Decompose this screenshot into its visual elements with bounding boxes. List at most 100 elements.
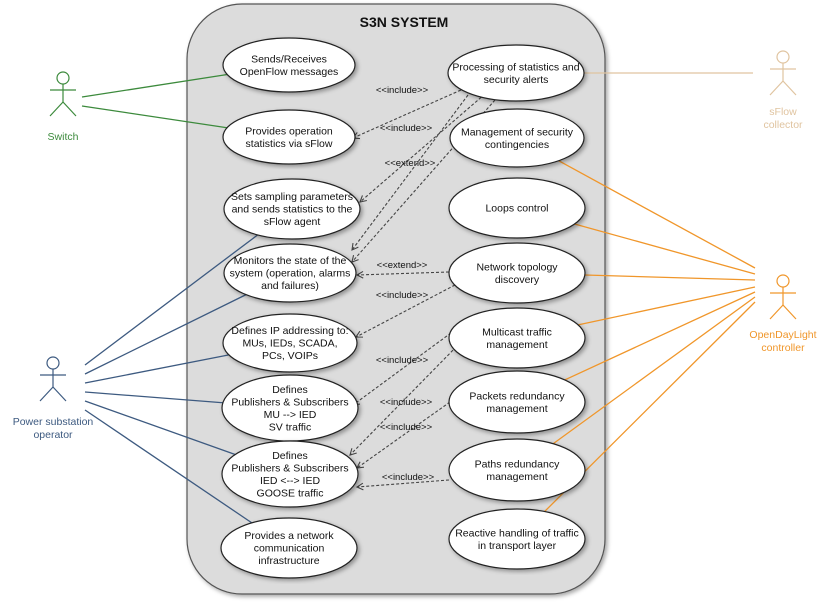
arrowhead-icon [355, 270, 364, 279]
usecase-label: statistics via sFlow [246, 138, 333, 150]
usecase-ellipse [449, 108, 585, 168]
usecase-provides-network-infrastructure[interactable]: Provides a networkcommunicationinfrastru… [220, 517, 358, 579]
dependency-line [352, 85, 471, 139]
usecase-label: contingencies [485, 139, 549, 151]
actor-label: operator [33, 429, 73, 441]
usecase-ellipse [221, 440, 359, 508]
relationship-label: <<include>> [382, 472, 435, 483]
usecase-defines-ip-addressing[interactable]: Defines IP addressing to:MUs, IEDs, SCAD… [222, 313, 358, 373]
usecase-label: SV traffic [269, 421, 311, 433]
association-line-switch-provides-operation-statistics [81, 105, 228, 129]
arrowhead-icon [359, 195, 367, 203]
usecase-label: sFlow agent [264, 216, 321, 228]
usecase-label: management [486, 471, 547, 483]
usecase-ellipse [222, 313, 358, 373]
usecase-ellipse [222, 37, 356, 93]
usecase-label: infrastructure [258, 555, 319, 567]
dependency-line [351, 94, 469, 251]
usecase-label: Network topology [476, 261, 558, 273]
usecase-label: in transport layer [478, 540, 557, 552]
usecase-ellipse [447, 44, 585, 102]
usecase-label: IED <--> IED [260, 475, 321, 487]
usecase-ellipse [448, 508, 586, 570]
relationship-paths-redundancy-management-to-defines-pubsub-goose: <<include>> [355, 472, 450, 491]
association-line-opendaylight-packets-redundancy-management [564, 291, 756, 381]
usecase-label: Defines IP addressing to: [231, 325, 348, 337]
stick-figure-icon [49, 71, 77, 117]
usecase-label: Management of security [461, 126, 574, 138]
usecase-ellipse [448, 370, 586, 434]
arrowhead-icon [349, 448, 357, 456]
relationships-layer: <<include>> <<include>> <<extend>> <<extend… [349, 85, 496, 491]
usecase-label: Reactive handling of traffic [455, 527, 579, 539]
association-line-operator-defines-ip-addressing [84, 354, 230, 384]
usecase-ellipse [448, 307, 586, 369]
associations-layer [81, 72, 756, 524]
usecase-label: management [486, 339, 547, 351]
actor-switch[interactable]: Switch [48, 71, 79, 143]
actor-label: Power substation [13, 416, 94, 428]
usecase-ellipse [222, 109, 356, 165]
usecase-label: Sends/Receives [251, 53, 327, 65]
relationship-label: <<extend>> [377, 260, 428, 271]
usecase-label: Sets sampling parameters [231, 191, 353, 203]
actors-layer: Switch sFlowcollectorOpenDayLightcontroll… [13, 50, 817, 441]
relationship-label: <<extend>> [385, 158, 436, 169]
association-line-switch-sends-receives-openflow [81, 73, 228, 98]
relationship-multicast-traffic-management-to-defines-pubsub-goose: <<include>> [349, 342, 461, 456]
dependency-line [349, 342, 461, 456]
usecase-label: Loops control [485, 203, 548, 215]
usecase-label: Multicast traffic [482, 326, 552, 338]
relationship-label: <<include>> [380, 123, 433, 134]
association-line-operator-defines-pubsub-goose [84, 400, 236, 456]
relationship-label: <<include>> [376, 290, 429, 301]
usecase-ellipse [223, 178, 361, 240]
relationship-label: <<include>> [380, 422, 433, 433]
usecase-label: management [486, 403, 547, 415]
actor-label: OpenDayLight [749, 329, 816, 341]
dependency-line [355, 284, 456, 338]
association-line-opendaylight-paths-redundancy-management [552, 296, 756, 445]
association-line-opendaylight-loops-control [574, 223, 756, 275]
usecase-label: GOOSE traffic [257, 487, 324, 499]
association-line-operator-sets-sampling-parameters [84, 234, 259, 366]
usecase-label: OpenFlow messages [240, 66, 339, 78]
relationship-network-topology-discovery-to-monitors-state: <<extend>> [355, 260, 450, 279]
association-line-opendaylight-management-security-contingencies [558, 160, 756, 269]
usecase-label: MUs, IEDs, SCADA, [242, 338, 337, 350]
actor-label: Switch [48, 131, 79, 143]
usecase-label: Packets redundancy [469, 390, 565, 402]
relationship-processing-statistics-alerts-to-provides-operation-statistics: <<include>> [359, 93, 486, 203]
relationship-label: <<include>> [380, 397, 433, 408]
usecase-label: MU --> IED [264, 409, 317, 421]
usecase-loops-control[interactable]: Loops control [448, 177, 586, 239]
usecase-label: security alerts [484, 74, 549, 86]
usecase-label: Defines [272, 450, 308, 462]
usecase-label: communication [254, 543, 325, 555]
relationship-label: <<include>> [376, 85, 429, 96]
dependency-line [356, 401, 451, 469]
usecase-label: and sends statistics to the [232, 204, 353, 216]
association-line-operator-defines-pubsub-sv [84, 391, 223, 404]
actor-label: controller [761, 342, 805, 354]
dependency-line [359, 93, 486, 203]
usecase-label: PCs, VOIPs [262, 350, 318, 362]
arrowhead-icon [351, 242, 359, 251]
